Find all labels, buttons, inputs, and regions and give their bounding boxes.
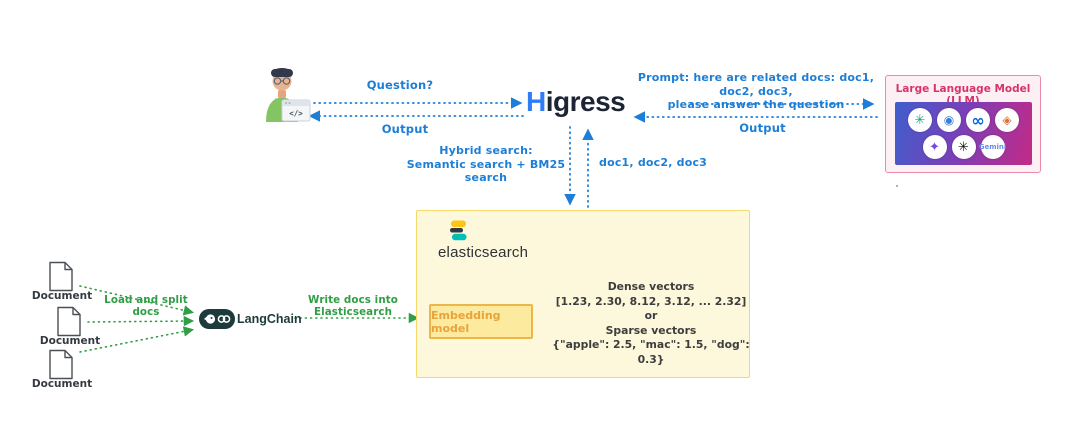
hybrid-search-label: Hybrid search: Semantic search + BM25 se…: [400, 144, 572, 185]
higress-logo-rest: igress: [545, 86, 626, 117]
document-icon-1: [49, 261, 73, 292]
hybrid-line2: Semantic search + BM25 search: [406, 157, 566, 185]
higress-logo: Higress: [526, 86, 626, 118]
llm-logo-row-1: ✳ ◉ ∞ ◈: [908, 108, 1019, 132]
document-label-2: Document: [39, 335, 101, 347]
orange-llm-logo-icon: ◈: [995, 108, 1019, 132]
meta-logo-icon: ∞: [966, 108, 990, 132]
llm-box: Large Language Model (LLM) ✳ ◉ ∞ ◈ ✦ ✳ G…: [885, 75, 1041, 173]
openai-logo-icon: ✳: [951, 135, 976, 159]
openai-green-logo-icon: ✳: [908, 108, 932, 132]
stray-dot: [896, 185, 898, 187]
output-user-label: Output: [381, 122, 429, 136]
code-glyph: </>: [289, 109, 303, 118]
vectors-line-dense-values: [1.23, 2.30, 8.12, 3.12, ... 2.32]: [555, 294, 747, 308]
gemini-logo-icon: Gemini: [979, 135, 1006, 159]
arrow-doc2-langchain: [87, 315, 195, 327]
write-docs-label: Write docs into Elasticsearch: [308, 294, 398, 318]
purple-llm-logo-icon: ✦: [922, 135, 947, 159]
question-label: Question?: [366, 78, 434, 92]
embedding-model-box: Embedding model: [429, 304, 533, 339]
llm-logos-image: ✳ ◉ ∞ ◈ ✦ ✳ Gemini: [895, 102, 1032, 165]
vectors-line-dense-title: Dense vectors: [607, 280, 695, 293]
prompt-line2: please answer the question: [667, 98, 845, 111]
elasticsearch-logo-icon: [450, 220, 467, 241]
document-label-3: Document: [31, 378, 93, 390]
prompt-label: Prompt: here are related docs: doc1, doc…: [627, 71, 885, 112]
hybrid-line1: Hybrid search:: [439, 144, 533, 157]
higress-logo-h: H: [526, 86, 546, 117]
load-split-label: Load and split docs: [104, 294, 188, 318]
document-icon-2: [57, 306, 81, 337]
elasticsearch-box: elasticsearch Embedding model Dense vect…: [416, 210, 750, 378]
developer-user-icon: </>: [266, 68, 311, 122]
docs-returned-label: doc1, doc2, doc3: [599, 156, 708, 169]
vectors-line-or: or: [644, 309, 658, 323]
document-label-1: Document: [31, 290, 93, 302]
langchain-logo-icon: [199, 309, 235, 329]
vectors-line-sparse-title: Sparse vectors: [605, 323, 697, 337]
blue-arrows: [308, 97, 878, 208]
ernie-bot-logo-icon: ◉: [937, 108, 961, 132]
elasticsearch-brand-text: elasticsearch: [438, 244, 529, 261]
document-icon-3: [49, 349, 73, 380]
prompt-line1: Prompt: here are related docs: doc1, doc…: [637, 71, 875, 98]
langchain-brand-text: LangChain: [237, 312, 302, 326]
vectors-line-sparse-values: {"apple": 2.5, "mac": 1.5, "dog": 0.3}: [552, 338, 750, 366]
vectors-text-block: Dense vectors [1.23, 2.30, 8.12, 3.12, .…: [551, 280, 751, 368]
output-llm-label: Output: [739, 121, 786, 135]
llm-logo-row-2: ✦ ✳ Gemini: [922, 135, 1006, 159]
